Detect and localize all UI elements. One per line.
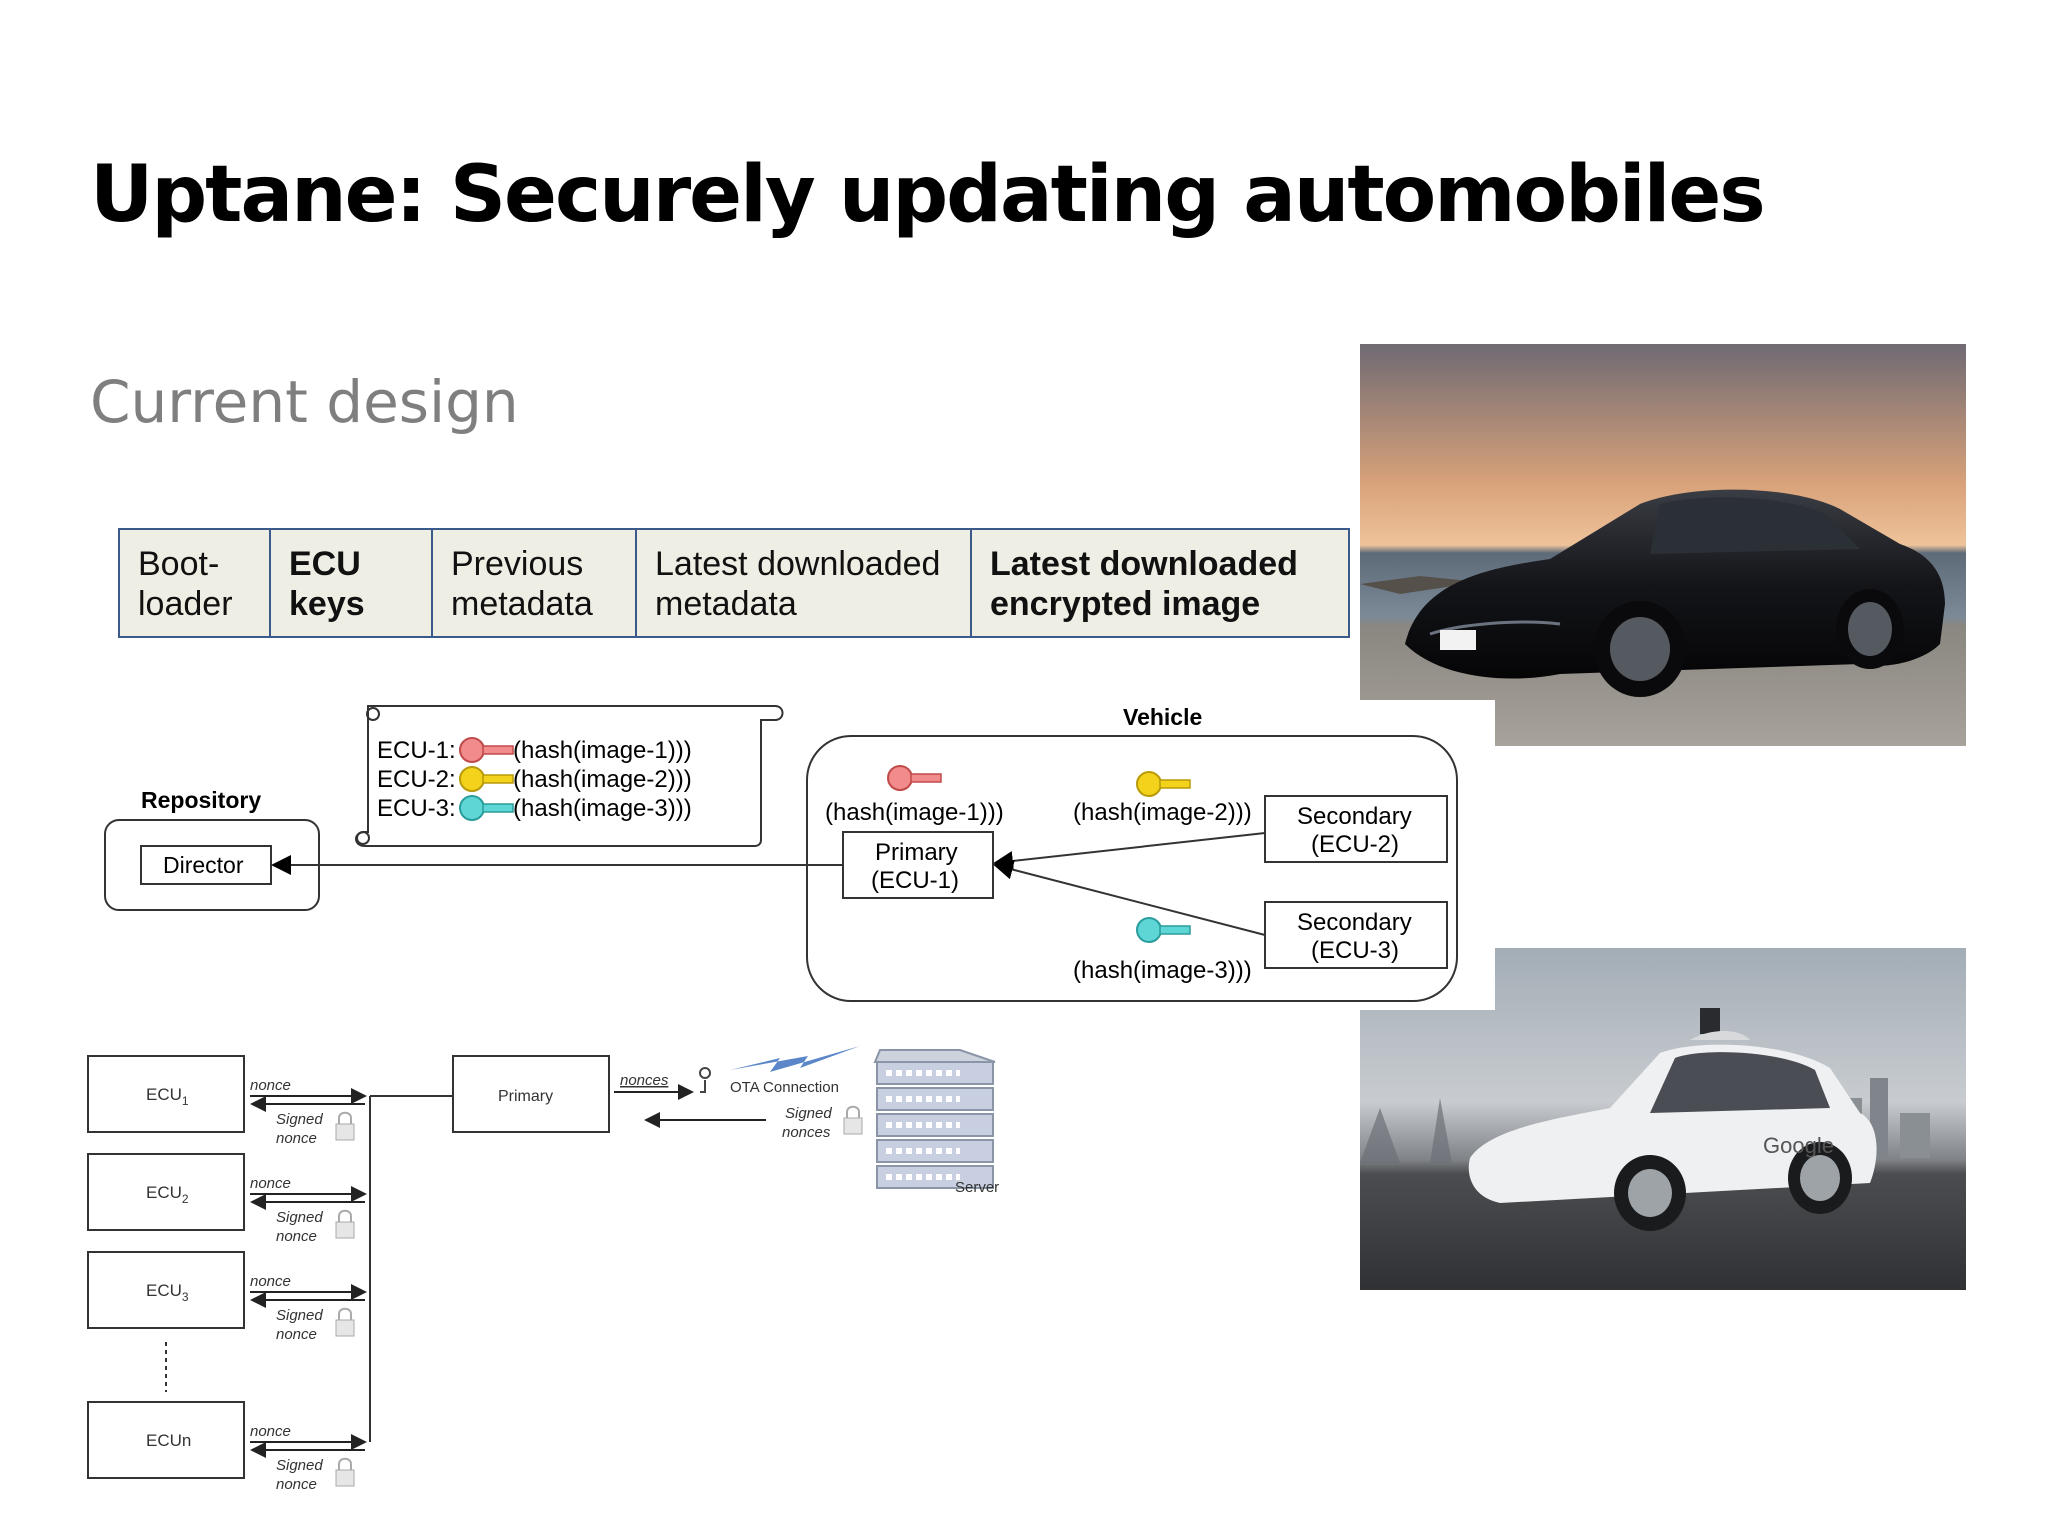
hash3-label: (hash(image-3))) (1073, 957, 1252, 984)
ota-label: OTA Connection (730, 1079, 839, 1096)
antenna-icon (699, 1067, 712, 1093)
secondary-ecu2-label: Secondary (1297, 803, 1412, 830)
ecu-box: ECUn (87, 1401, 245, 1479)
secondary-ecu3-label: (ECU-3) (1311, 937, 1399, 964)
red-key-icon (459, 737, 514, 763)
ecu-nonce-exchange: nonce Signed nonce (250, 1423, 367, 1493)
memory-cell-text: loader (138, 585, 233, 623)
primary-ecu-label: (ECU-1) (871, 867, 959, 894)
yellow-key-icon (1136, 771, 1191, 797)
slide-subtitle: Current design (90, 368, 519, 436)
memory-cell-latest-metadata: Latest downloaded metadata (637, 530, 972, 636)
lock-icon (335, 1111, 355, 1141)
red-key-icon (887, 765, 942, 791)
slide-title: Uptane: Securely updating automobiles (90, 150, 1766, 240)
memory-cell-text: ECU (289, 545, 361, 583)
svg-text:Signed: Signed (276, 1111, 323, 1128)
svg-text:Signed: Signed (276, 1307, 323, 1324)
nonces-label: nonces (620, 1072, 669, 1089)
time-server-diagram: ECU1 ECU2 ECU3 ECUn nonce Signed nonce (87, 1046, 999, 1493)
signed-nonces-label: nonces (782, 1124, 831, 1141)
scroll-ecu-label: ECU-3: (377, 795, 456, 822)
lock-icon (335, 1457, 355, 1487)
memory-cell-text: keys (289, 585, 365, 623)
memory-cell-previous-metadata: Previous metadata (433, 530, 637, 636)
ecu-nonce-exchange: nonce Signed nonce (250, 1175, 367, 1245)
ecu-box: ECU2 (87, 1153, 245, 1231)
memory-cell-text: Latest downloaded (655, 545, 941, 583)
scroll-hash-label: (hash(image-2))) (513, 766, 692, 793)
ecu-nonce-exchange: nonce Signed nonce (250, 1077, 367, 1147)
google-logo-text: Google (1763, 1133, 1834, 1158)
svg-text:Signed: Signed (276, 1457, 323, 1474)
primary-label: Primary (498, 1088, 553, 1105)
svg-text:nonce: nonce (276, 1326, 317, 1343)
secondary-ecu2-label: (ECU-2) (1311, 831, 1399, 858)
secondary3-to-primary-arrow (993, 859, 1266, 936)
ecu-label: ECU1 (146, 1085, 189, 1108)
uptane-architecture-diagram: ECU-1: ECU-2: ECU-3: (hash(image-1))) (h… (95, 700, 1495, 1010)
director-box (140, 845, 272, 885)
repository-label: Repository (141, 787, 261, 813)
primary-ecu-label: Primary (875, 839, 958, 866)
memory-cell-text: metadata (451, 585, 593, 623)
svg-text:Signed: Signed (276, 1209, 323, 1226)
hash2-label: (hash(image-2))) (1073, 799, 1252, 826)
memory-cell-bootloader: Boot- loader (120, 530, 271, 636)
memory-cell-text: Boot- (138, 545, 220, 583)
memory-layout-table: Boot- loader ECU keys Previous metadata … (118, 528, 1350, 638)
lock-icon (843, 1105, 863, 1135)
memory-cell-ecu-keys: ECU keys (271, 530, 433, 636)
server-label: Server (955, 1179, 999, 1196)
memory-cell-text: metadata (655, 585, 797, 623)
tesla-car-photo (1360, 344, 1966, 746)
scroll-ecu-label: ECU-1: (377, 737, 456, 764)
svg-text:nonce: nonce (250, 1077, 291, 1094)
svg-text:nonce: nonce (250, 1175, 291, 1192)
director-label: Director (163, 852, 244, 878)
secondary-ecu3-box (1264, 901, 1448, 969)
cyan-key-icon (459, 795, 514, 821)
svg-text:nonce: nonce (276, 1228, 317, 1245)
yellow-key-icon (459, 766, 514, 792)
svg-text:nonce: nonce (250, 1273, 291, 1290)
ecu-box: ECU3 (87, 1251, 245, 1329)
scroll-hash-label: (hash(image-3))) (513, 795, 692, 822)
scroll-ecu-label: ECU-2: (377, 766, 456, 793)
server-icon (873, 1049, 996, 1189)
cyan-key-icon (1136, 917, 1191, 943)
ecu-label: ECU2 (146, 1183, 189, 1206)
hash1-label: (hash(image-1))) (825, 799, 1004, 826)
lightning-icon (730, 1046, 860, 1072)
secondary-ecu2-box (1264, 795, 1448, 863)
memory-cell-text: Latest downloaded (990, 545, 1298, 583)
vehicle-label: Vehicle (1123, 704, 1202, 730)
lock-icon (335, 1209, 355, 1239)
memory-cell-text: encrypted image (990, 585, 1261, 623)
svg-text:nonce: nonce (276, 1476, 317, 1493)
scroll-hash-label: (hash(image-1))) (513, 737, 692, 764)
memory-cell-text: Previous (451, 545, 584, 583)
signed-nonces-label: Signed (785, 1105, 832, 1122)
memory-cell-latest-image: Latest downloaded encrypted image (972, 530, 1348, 636)
ecu-label: ECU3 (146, 1281, 189, 1304)
vehicle-box (806, 735, 1458, 1002)
primary-ecu-box (842, 831, 994, 899)
svg-text:nonce: nonce (250, 1423, 291, 1440)
ecu-label: ECUn (146, 1431, 191, 1450)
secondary-ecu3-label: Secondary (1297, 909, 1412, 936)
lock-icon (335, 1307, 355, 1337)
primary-box (452, 1055, 610, 1133)
ecu-box: ECU1 (87, 1055, 245, 1133)
secondary2-to-primary-arrow (993, 832, 1266, 871)
ecu-nonce-exchange: nonce Signed nonce (250, 1273, 367, 1343)
svg-text:nonce: nonce (276, 1130, 317, 1147)
